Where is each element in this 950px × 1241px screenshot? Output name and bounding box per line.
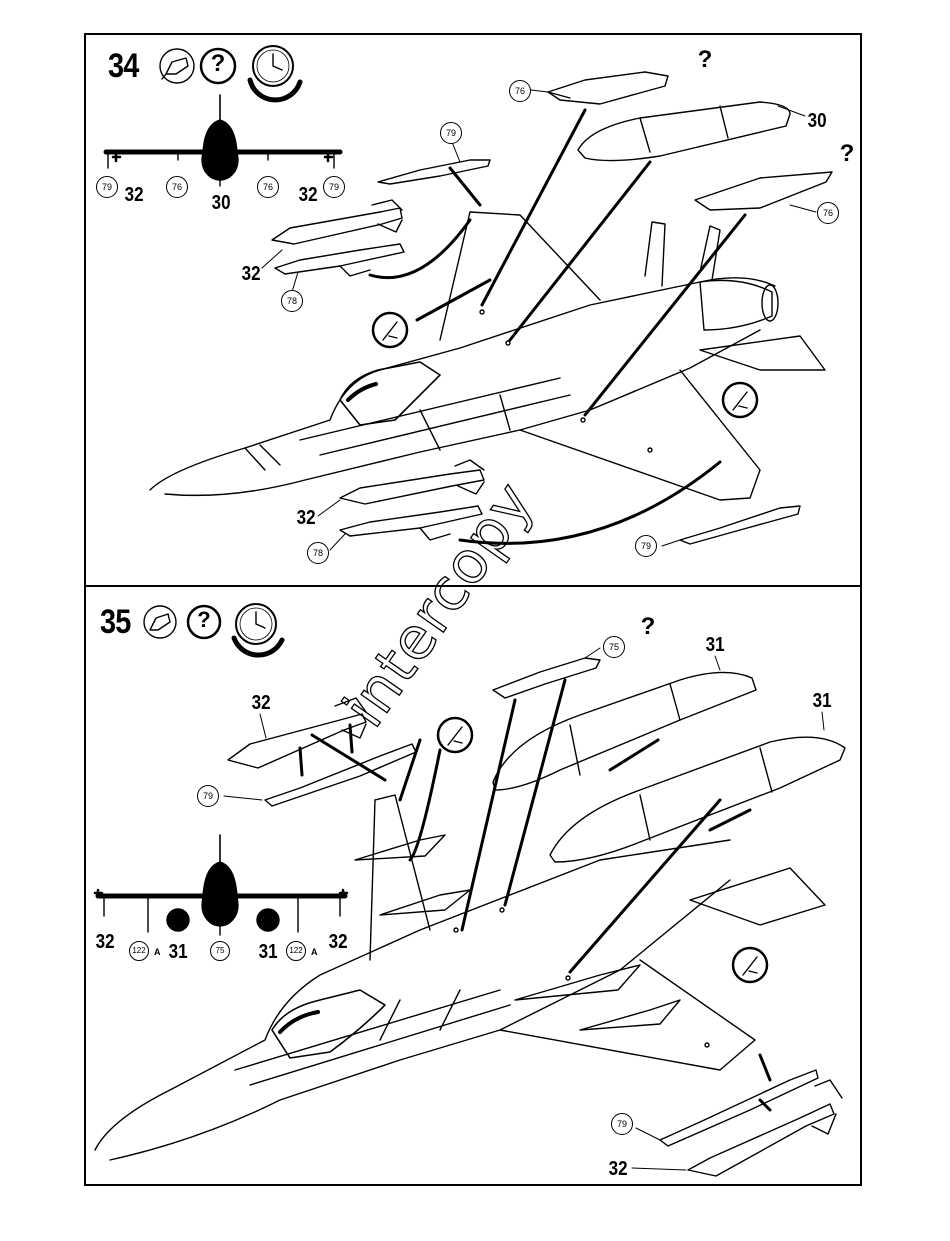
drop-tank-30	[578, 102, 790, 161]
rail-79-bottom	[660, 1070, 818, 1146]
callout-75: 75	[603, 636, 625, 658]
top-view-aircraft-34	[106, 95, 340, 186]
glue-tube-icon	[160, 49, 194, 83]
missile-32-bottom	[688, 1080, 842, 1176]
part-32: 32	[242, 263, 261, 286]
tank-arrows-35	[610, 740, 750, 830]
callout-79: 79	[197, 785, 219, 807]
help-symbol: ?	[836, 140, 858, 168]
pylon-76-right	[695, 172, 832, 210]
part-32: 32	[329, 931, 348, 954]
top-view-aircraft-35	[95, 835, 347, 935]
detail-magnifier-35a	[438, 718, 472, 752]
rail-79-right	[680, 506, 800, 544]
glue-tube-icon	[144, 606, 176, 638]
variant-suffix: A	[311, 947, 318, 957]
part-31: 31	[259, 941, 278, 964]
callout-79: 79	[635, 535, 657, 557]
pylon-76-top	[548, 72, 668, 104]
step-number-34: 34	[108, 47, 138, 86]
clock-icon	[234, 604, 282, 655]
detail-magnifier-35b	[733, 948, 767, 982]
variant-suffix: A	[154, 947, 161, 957]
help-symbol: ?	[637, 613, 659, 641]
aircraft-34	[150, 212, 825, 500]
callout-76: 76	[257, 176, 279, 198]
callout-79: 79	[96, 176, 118, 198]
help-symbol: ?	[193, 607, 215, 633]
part-30: 30	[212, 192, 231, 215]
launcher-78-upper	[275, 244, 404, 276]
callout-79: 79	[611, 1113, 633, 1135]
callout-76: 76	[509, 80, 531, 102]
help-symbol: ?	[694, 46, 716, 74]
callout-79: 79	[323, 176, 345, 198]
clock-icon	[250, 46, 300, 100]
callout-78: 78	[281, 290, 303, 312]
assembly-arrows-35	[300, 680, 770, 1110]
part-32: 32	[297, 507, 316, 530]
part-32: 32	[96, 931, 115, 954]
part-31: 31	[813, 690, 832, 713]
help-symbol: ?	[207, 50, 229, 78]
drop-tank-31-front	[493, 672, 756, 790]
callout-78: 78	[307, 542, 329, 564]
part-31: 31	[706, 634, 725, 657]
part-32: 32	[609, 1158, 628, 1181]
launcher-79-top	[378, 160, 490, 184]
detail-magnifier-34b	[723, 383, 757, 417]
part-32: 32	[125, 184, 144, 207]
callout-75: 75	[210, 941, 230, 961]
detail-magnifier-34a	[373, 313, 407, 347]
step-number-35: 35	[100, 603, 130, 642]
callout-79: 79	[440, 122, 462, 144]
part-32: 32	[252, 692, 271, 715]
callout-76: 76	[166, 176, 188, 198]
part-31: 31	[169, 941, 188, 964]
callout-122: 122	[286, 941, 306, 961]
callout-76: 76	[817, 202, 839, 224]
missile-32-upper	[272, 200, 402, 244]
aircraft-35	[95, 795, 825, 1160]
leader-lines-34	[262, 90, 816, 550]
center-pylon-75	[493, 658, 600, 698]
callout-122: 122	[129, 941, 149, 961]
part-32: 32	[299, 184, 318, 207]
part-30: 30	[808, 110, 827, 133]
